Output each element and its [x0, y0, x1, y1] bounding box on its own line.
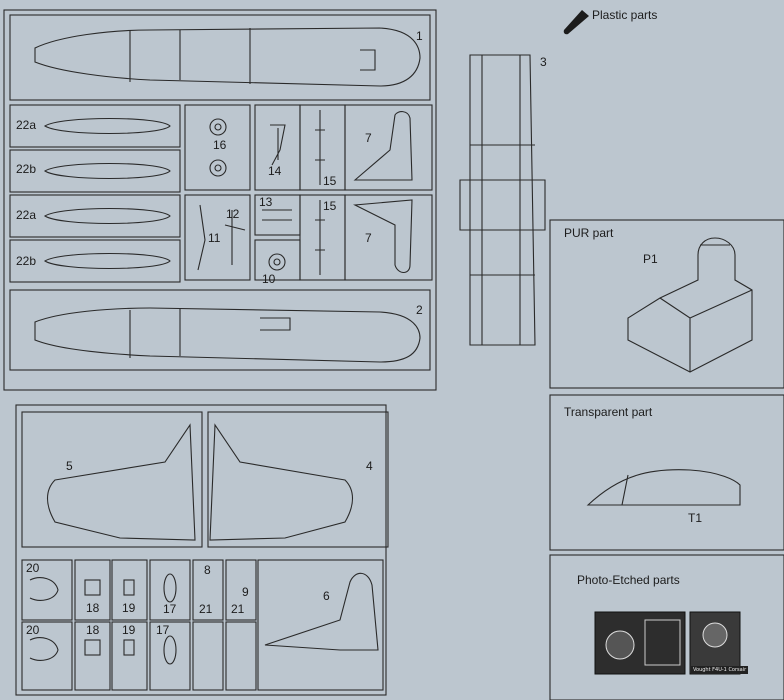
- part-17-box-2: [149, 621, 191, 691]
- pur-seat-drawing: [627, 237, 753, 373]
- part-3-stabilizer: [459, 54, 546, 346]
- sprue-frame-top: [3, 9, 437, 391]
- part-label-7a: 7: [365, 131, 372, 145]
- part-21-box-2: [225, 621, 257, 691]
- part-label-14: 14: [268, 164, 282, 178]
- part-22a-box-1: [9, 104, 181, 148]
- transparent-part-heading: Transparent part: [564, 405, 653, 419]
- part-8-box: [192, 559, 224, 621]
- part-label-9: 9: [242, 585, 249, 599]
- part-label-8: 8: [204, 563, 211, 577]
- part-label-19a: 19: [122, 601, 136, 615]
- pur-panel: [549, 219, 784, 389]
- part-18-box-1: [74, 559, 111, 621]
- part-20-box-1: [21, 559, 73, 621]
- part-7-box-2: [344, 194, 433, 281]
- part-label-p1: P1: [643, 252, 658, 266]
- knife-icon: [563, 10, 589, 35]
- part-19-box-1: [111, 559, 148, 621]
- part-label-t1: T1: [688, 511, 703, 525]
- part-1-fuselage: [9, 14, 431, 101]
- transparent-panel: [549, 394, 784, 551]
- part-label-21a: 21: [199, 602, 213, 616]
- part-label-18b: 18: [86, 623, 100, 637]
- part-9-box: [225, 559, 257, 621]
- part-label-6: 6: [323, 589, 330, 603]
- part-22a-box-2: [9, 194, 181, 238]
- part-label-15b: 15: [323, 199, 337, 213]
- part-label-22a-1: 22a: [16, 118, 37, 132]
- sprue-frame-bottom: [15, 404, 387, 696]
- part-label-20b: 20: [26, 623, 40, 637]
- part-label-7b: 7: [365, 231, 372, 245]
- photo-etched-heading: Photo-Etched parts: [577, 573, 680, 587]
- part-label-20a: 20: [26, 561, 40, 575]
- pe-fret-drawing: [594, 611, 741, 675]
- pe-panel: [549, 554, 784, 700]
- plastic-parts-heading: Plastic parts: [592, 8, 658, 22]
- part-2-fuselage: [9, 289, 431, 371]
- part-label-13: 13: [259, 195, 273, 209]
- part-label-18a: 18: [86, 601, 100, 615]
- part-22b-box-1: [9, 149, 181, 193]
- part-label-17a: 17: [163, 602, 177, 616]
- part-label-22b-2: 22b: [16, 254, 37, 268]
- part-11-12-box: [184, 194, 251, 281]
- pe-fret-text: Vought F4U-1 Corsair: [691, 666, 749, 674]
- part-label-2: 2: [416, 303, 423, 317]
- part-label-21b: 21: [231, 602, 245, 616]
- part-label-11: 11: [208, 231, 221, 245]
- part-19-box-2: [111, 621, 148, 691]
- canopy-drawing: [586, 469, 741, 506]
- part-4-box: [207, 411, 389, 548]
- part-17-box-1: [149, 559, 191, 621]
- part-label-22a-2: 22a: [16, 208, 37, 222]
- part-label-3: 3: [540, 55, 547, 69]
- pur-part-heading: PUR part: [564, 226, 614, 240]
- part-label-15a: 15: [323, 174, 337, 188]
- part-label-16: 16: [213, 138, 227, 152]
- part-16-box: [184, 104, 251, 191]
- part-7-box-1: [344, 104, 433, 191]
- part-label-4: 4: [366, 459, 373, 473]
- part-20-box-2: [21, 621, 73, 691]
- part-label-19b: 19: [122, 623, 136, 637]
- part-label-5: 5: [66, 459, 73, 473]
- part-label-17b: 17: [156, 623, 170, 637]
- part-label-10: 10: [262, 272, 276, 286]
- part-21-box-1: [192, 621, 224, 691]
- part-5-box: [21, 411, 203, 548]
- part-22b-box-2: [9, 239, 181, 283]
- part-18-box-2: [74, 621, 111, 691]
- part-label-22b-1: 22b: [16, 162, 37, 176]
- part-label-12: 12: [226, 207, 240, 221]
- part-6-box: [257, 559, 384, 691]
- part-label-1: 1: [416, 29, 423, 43]
